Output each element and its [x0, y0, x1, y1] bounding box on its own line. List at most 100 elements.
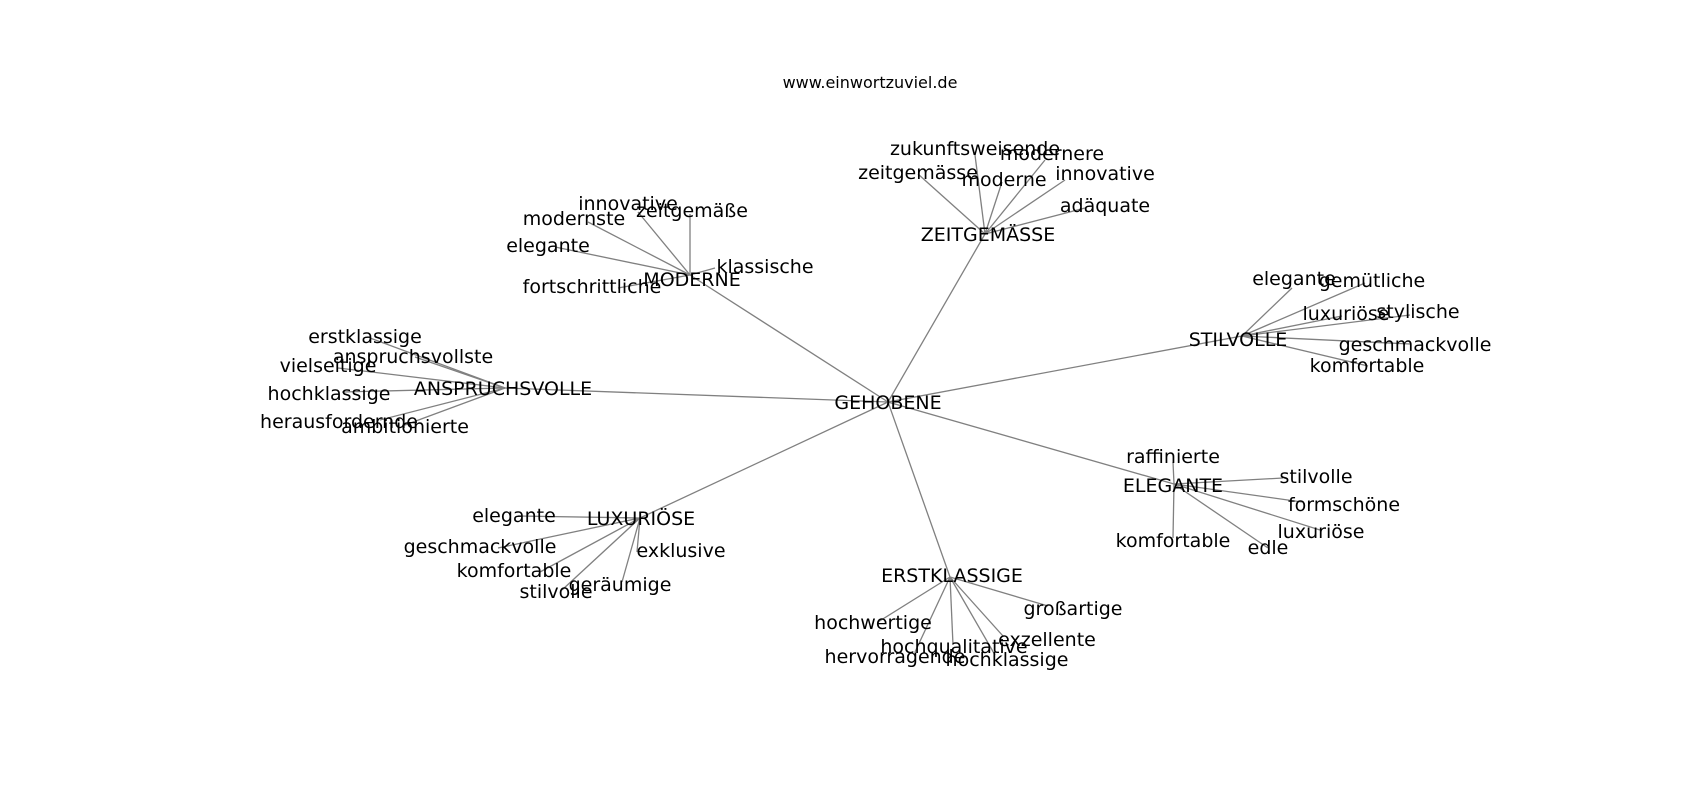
edge-moderne-leaf [587, 221, 691, 276]
edge-stilvolle-leaf [1241, 335, 1369, 367]
edge-root-stilvolle [887, 335, 1243, 403]
leaf-node: geräumige [569, 574, 672, 596]
site-url: www.einwortzuviel.de [783, 73, 958, 92]
leaf-node: erstklassige [308, 326, 422, 348]
edge-zeitgemässe-leaf [984, 181, 1003, 235]
leaf-node: großartige [1024, 598, 1123, 620]
hub-node-zeitgemässe: ZEITGEMÄSSE [921, 223, 1055, 246]
edge-zeitgemässe-leaf [984, 159, 1046, 235]
leaf-node: luxuriöse [1278, 521, 1365, 543]
leaf-node: adäquate [1060, 195, 1150, 217]
nodes-layer: MODERNEinnovativezeitgemäßemodernsteeleg… [260, 138, 1491, 671]
edge-root-luxuriöse [639, 401, 889, 519]
edge-moderne-leaf [689, 267, 716, 276]
leaf-node: stylische [1376, 301, 1459, 323]
leaf-node: formschöne [1288, 494, 1400, 516]
leaf-node: vielseitige [280, 355, 377, 377]
edge-elegante-leaf [1173, 483, 1303, 503]
edge-erstklassige-leaf [877, 576, 951, 623]
leaf-node: komfortable [1310, 355, 1425, 377]
edge-elegante-leaf [1173, 483, 1269, 549]
edge-stilvolle-leaf [1241, 314, 1411, 337]
edge-luxuriöse-leaf [621, 517, 641, 583]
edge-elegante-leaf [1173, 483, 1321, 531]
leaf-node: edle [1248, 537, 1289, 559]
edge-zeitgemässe-leaf [974, 154, 986, 235]
leaf-node: innovative [1055, 163, 1155, 185]
edge-anspruchsvolle-leaf [379, 387, 506, 421]
hub-node-anspruchsvolle: ANSPRUCHSVOLLE [414, 378, 592, 400]
edge-zeitgemässe-leaf [984, 179, 1066, 235]
edge-luxuriöse-leaf [517, 515, 641, 519]
edge-elegante-leaf [1173, 477, 1284, 485]
leaf-node: exzellente [998, 629, 1096, 651]
leaf-node: zukunftsweisende [890, 138, 1060, 160]
edge-anspruchsvolle-leaf [337, 367, 506, 389]
leaf-node: komfortable [457, 560, 572, 582]
leaf-node: elegante [506, 235, 590, 257]
hub-node-luxuriöse: LUXURIÖSE [587, 507, 695, 530]
leaf-node: zeitgemässe [858, 162, 978, 184]
edge-erstklassige-leaf [949, 576, 996, 656]
leaf-node: ambitionierte [341, 416, 469, 438]
leaf-node: zeitgemäße [636, 200, 748, 222]
leaf-node: stilvolle [519, 581, 592, 603]
hub-node-erstklassige: ERSTKLASSIGE [881, 565, 1023, 587]
leaf-node: anspruchsvollste [333, 346, 493, 368]
leaf-node: luxuriöse [1303, 303, 1390, 325]
edge-erstklassige-leaf [914, 576, 951, 653]
leaf-node: innovative [578, 193, 678, 215]
leaf-node: hochklassige [946, 649, 1069, 671]
leaf-node: elegante [1252, 268, 1336, 290]
leaf-node: hochqualitative [880, 636, 1027, 658]
edge-luxuriöse-leaf [636, 517, 641, 553]
edge-anspruchsvolle-leaf [404, 387, 506, 426]
hub-node-stilvolle: STILVOLLE [1189, 329, 1288, 351]
leaf-node: hochwertige [814, 612, 932, 634]
edge-luxuriöse-leaf [497, 517, 641, 549]
leaf-node: modernste [523, 208, 625, 230]
edge-stilvolle-leaf [1241, 287, 1293, 337]
leaf-node: fortschrittliche [523, 276, 662, 298]
edge-erstklassige-leaf [949, 576, 954, 646]
edge-stilvolle-leaf [1241, 335, 1411, 345]
edge-elegante-leaf [1172, 461, 1175, 485]
leaf-node: exklusive [636, 540, 725, 562]
leaf-node: hochklassige [268, 383, 391, 405]
edge-zeitgemässe-leaf [917, 173, 986, 235]
edge-luxuriöse-leaf [539, 517, 641, 573]
edge-root-elegante [887, 401, 1175, 485]
edge-root-erstklassige [887, 401, 951, 578]
leaf-node: gemütliche [1319, 270, 1426, 292]
leaf-node: klassische [716, 256, 813, 278]
leaf-node: geschmackvolle [404, 536, 557, 558]
edge-zeitgemässe-leaf [984, 207, 1086, 235]
edges-layer [337, 154, 1411, 656]
leaf-node: modernere [1000, 143, 1104, 165]
leaf-node: geschmackvolle [1339, 334, 1492, 356]
edge-elegante-leaf [1172, 483, 1175, 539]
leaf-node: moderne [961, 169, 1046, 191]
leaf-node: raffinierte [1126, 446, 1220, 468]
edge-erstklassige-leaf [949, 576, 1004, 637]
edge-anspruchsvolle-leaf [341, 387, 506, 393]
edge-erstklassige-leaf [949, 576, 1049, 607]
hub-node-elegante: ELEGANTE [1123, 475, 1223, 497]
edge-anspruchsvolle-leaf [414, 356, 506, 389]
leaf-node: herausfordernde [260, 411, 418, 433]
edge-luxuriöse-leaf [561, 517, 641, 591]
leaf-node: stilvolle [1279, 466, 1352, 488]
root-node-label: GEHOBENE [834, 392, 941, 414]
edge-root-anspruchsvolle [504, 387, 889, 403]
edge-moderne-leaf [554, 246, 691, 276]
edge-stilvolle-leaf [1241, 282, 1366, 337]
hub-node-moderne: MODERNE [643, 269, 740, 291]
leaf-node: hervorragende [825, 646, 966, 668]
leaf-node: elegante [472, 505, 556, 527]
edge-root-zeitgemässe [887, 233, 986, 403]
leaf-node: komfortable [1116, 530, 1231, 552]
edge-stilvolle-leaf [1241, 315, 1343, 337]
edge-moderne-leaf [617, 274, 691, 289]
